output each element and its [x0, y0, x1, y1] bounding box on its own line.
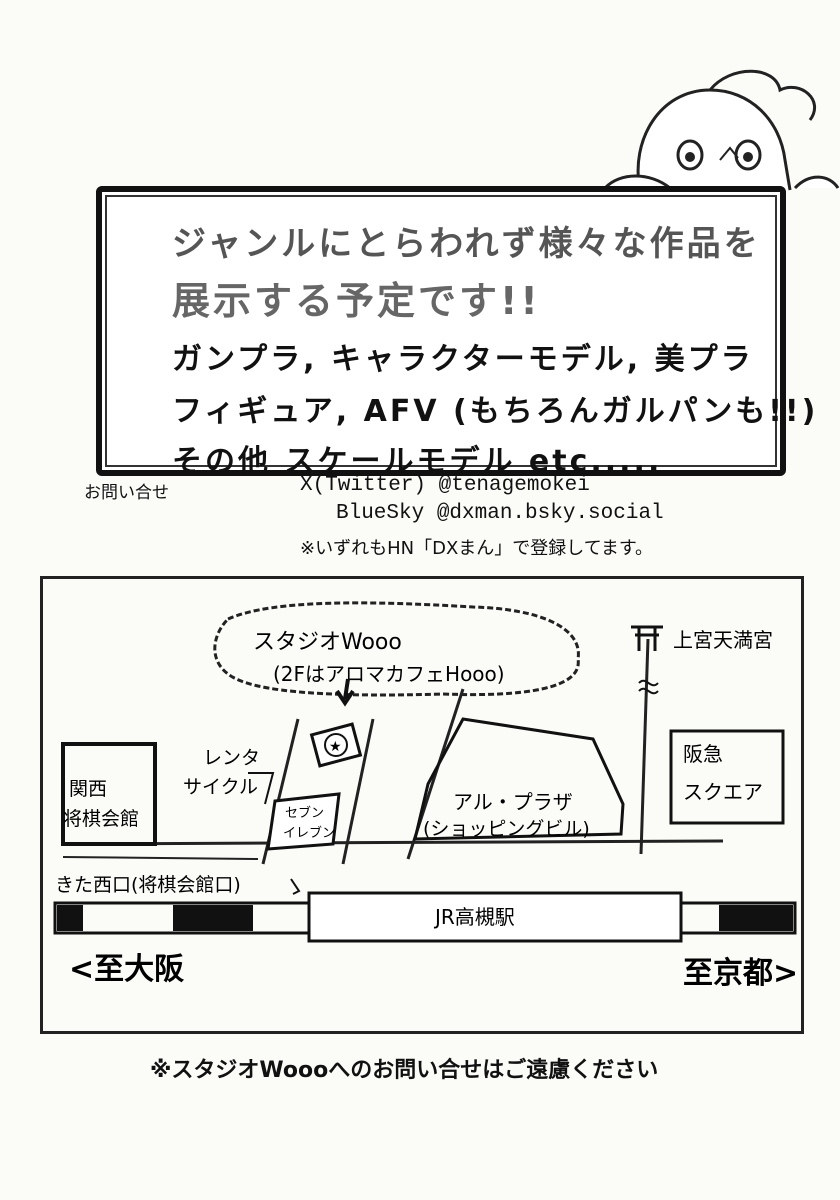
- map-drawing: スタジオWooo (2FはアロマカフェHooo) ★ 上宮天満宮 阪急 スクエア…: [53, 601, 798, 991]
- announcement-box: ジャンルにとらわれず様々な作品を 展示する予定です!! ガンプラ, キャラクター…: [96, 186, 815, 479]
- footer-note: ※スタジオWoooへのお問い合せはご遠慮ください: [150, 1058, 659, 1083]
- map-rental-1: レンタ: [203, 747, 260, 769]
- road-main: [62, 839, 724, 846]
- map-alplaza-1: アル・プラザ: [453, 790, 573, 814]
- callout-line-1: ジャンルにとらわれず様々な作品を: [172, 224, 761, 264]
- svg-text:★: ★: [329, 739, 342, 755]
- map-west-exit: きた西口(将棋会館口): [55, 874, 241, 896]
- map-seven-2: イレブン: [283, 825, 335, 841]
- map-seven-1: セブン: [285, 805, 324, 821]
- map-kansai-2: 将棋会館: [63, 808, 139, 830]
- studio-marker-icon: ★: [309, 722, 363, 768]
- contact-label: お問い合せ: [84, 483, 169, 503]
- map-rental-2: サイクル: [183, 776, 258, 798]
- map-studio-name: スタジオWooo: [253, 630, 402, 655]
- map-to-osaka: <至大阪: [69, 952, 184, 987]
- map-to-kyoto: 至京都>: [683, 956, 798, 991]
- callout-line-2: 展示する予定です!!: [172, 279, 541, 323]
- hankyu-square-building: [669, 729, 785, 825]
- road-shrine: [639, 638, 650, 855]
- map-hankyu-2: スクエア: [683, 780, 763, 804]
- map-station: JR高槻駅: [433, 905, 515, 929]
- road-mid: [341, 718, 375, 865]
- map-shrine: 上宮天満宮: [673, 628, 773, 652]
- jr-takatsuki-station: [307, 891, 683, 943]
- al-plaza-building: [413, 717, 625, 841]
- callout-line-4: フィギュア, AFV (もちろんガルパンも!!): [172, 394, 819, 429]
- callout-line-3: ガンプラ, キャラクターモデル, 美プラ: [172, 342, 754, 377]
- bluesky-handle: BlueSky @dxman.bsky.social: [336, 502, 664, 525]
- mascot-face-icon: [603, 69, 840, 191]
- seven-eleven-logo-icon: セブン イレブン: [266, 792, 341, 851]
- map-studio-sub: (2FはアロマカフェHooo): [273, 662, 505, 686]
- shrine-icon: [631, 625, 663, 651]
- kansai-shogi-hall-building: [61, 742, 157, 846]
- twitter-handle: X(Twitter) @tenagemokei: [300, 474, 590, 497]
- callout-line-5: その他 スケールモデル etc.....: [172, 444, 663, 479]
- map-hankyu-1: 阪急: [683, 742, 723, 766]
- arrow-down-icon: [335, 678, 355, 707]
- access-map: スタジオWooo (2FはアロマカフェHooo) ★ 上宮天満宮 阪急 スクエア…: [40, 576, 804, 1034]
- studio-highlight-cloud: [213, 601, 580, 697]
- map-kansai-1: 関西: [69, 778, 107, 800]
- handle-note: ※いずれもHN「DXまん」で登録してます。: [300, 538, 654, 559]
- map-alplaza-2: (ショッピングビル): [423, 818, 590, 840]
